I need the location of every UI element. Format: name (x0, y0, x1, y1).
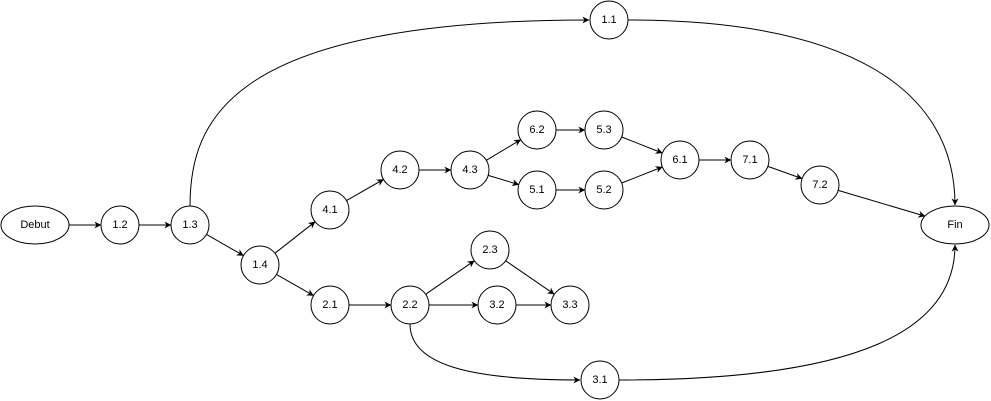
node-shape-n53 (584, 110, 624, 150)
node-shape-n12 (100, 205, 140, 245)
node-n53: 5.3 (584, 110, 624, 150)
node-label-n13: 1.3 (182, 219, 197, 231)
node-shape-debut (0, 205, 70, 245)
edges-layer (69, 16, 959, 384)
edge-n14-to-n21 (276, 273, 314, 297)
node-n61: 6.1 (660, 140, 700, 180)
node-shape-n23 (470, 230, 510, 270)
node-label-n21: 2.1 (322, 299, 337, 311)
node-shape-n52 (584, 170, 624, 210)
node-n21: 2.1 (310, 285, 350, 325)
node-label-n23: 2.3 (482, 244, 497, 256)
node-n23: 2.3 (470, 230, 510, 270)
node-shape-n62 (517, 110, 557, 150)
node-shape-n32 (477, 285, 517, 325)
edge-n52-to-n61 (621, 166, 663, 184)
edge-n22-to-n23 (425, 260, 475, 295)
edge-n71-to-n72 (767, 165, 803, 180)
node-label-debut: Debut (20, 219, 49, 231)
node-fin: Fin (920, 205, 990, 245)
node-shape-n43 (450, 150, 490, 190)
edge-n14-to-n41 (274, 221, 316, 254)
node-n11: 1.1 (589, 0, 629, 40)
node-label-fin: Fin (947, 219, 962, 231)
edge-n13-to-n14 (206, 233, 244, 257)
node-shape-n22 (390, 285, 430, 325)
node-label-n31: 3.1 (592, 374, 607, 386)
node-shape-n31 (580, 360, 620, 400)
node-n43: 4.3 (450, 150, 490, 190)
edge-n11-to-fin (627, 19, 959, 206)
node-n32: 3.2 (477, 285, 517, 325)
node-shape-n72 (800, 165, 840, 205)
node-n33: 3.3 (550, 285, 590, 325)
node-n31: 3.1 (580, 360, 620, 400)
node-shape-n71 (730, 140, 770, 180)
node-shape-n61 (660, 140, 700, 180)
node-n71: 7.1 (730, 140, 770, 180)
edge-n13-to-n11 (189, 16, 590, 207)
edge-n31-to-fin (618, 244, 959, 381)
node-label-n22: 2.2 (402, 299, 417, 311)
node-label-n12: 1.2 (112, 219, 127, 231)
edge-n22-to-n31 (409, 323, 581, 384)
node-n13: 1.3 (170, 205, 210, 245)
node-n12: 1.2 (100, 205, 140, 245)
edge-n72-to-fin (838, 189, 926, 218)
node-shape-n41 (310, 190, 350, 230)
node-shape-n11 (589, 0, 629, 40)
edge-n43-to-n51 (488, 174, 520, 187)
edge-n23-to-n33 (505, 260, 555, 295)
node-shape-fin (920, 205, 990, 245)
node-label-n52: 5.2 (596, 184, 611, 196)
node-n72: 7.2 (800, 165, 840, 205)
edge-n41-to-n42 (346, 178, 384, 202)
node-shape-n33 (550, 285, 590, 325)
node-label-n11: 1.1 (601, 14, 616, 26)
edge-n53-to-n61 (621, 136, 663, 154)
node-label-n51: 5.1 (529, 184, 544, 196)
node-n52: 5.2 (584, 170, 624, 210)
node-n22: 2.2 (390, 285, 430, 325)
node-n51: 5.1 (517, 170, 557, 210)
node-label-n71: 7.1 (742, 154, 757, 166)
node-label-n41: 4.1 (322, 204, 337, 216)
node-n14: 1.4 (240, 245, 280, 285)
node-shape-n21 (310, 285, 350, 325)
node-label-n53: 5.3 (596, 124, 611, 136)
node-label-n42: 4.2 (392, 164, 407, 176)
edge-n43-to-n62 (486, 139, 522, 161)
node-shape-n13 (170, 205, 210, 245)
node-debut: Debut (0, 205, 70, 245)
node-shape-n14 (240, 245, 280, 285)
node-label-n72: 7.2 (812, 179, 827, 191)
node-label-n62: 6.2 (529, 124, 544, 136)
node-label-n14: 1.4 (252, 259, 267, 271)
node-label-n33: 3.3 (562, 299, 577, 311)
node-n42: 4.2 (380, 150, 420, 190)
node-n62: 6.2 (517, 110, 557, 150)
node-label-n61: 6.1 (672, 154, 687, 166)
node-n41: 4.1 (310, 190, 350, 230)
node-shape-n51 (517, 170, 557, 210)
node-label-n43: 4.3 (462, 164, 477, 176)
node-label-n32: 3.2 (489, 299, 504, 311)
node-shape-n42 (380, 150, 420, 190)
